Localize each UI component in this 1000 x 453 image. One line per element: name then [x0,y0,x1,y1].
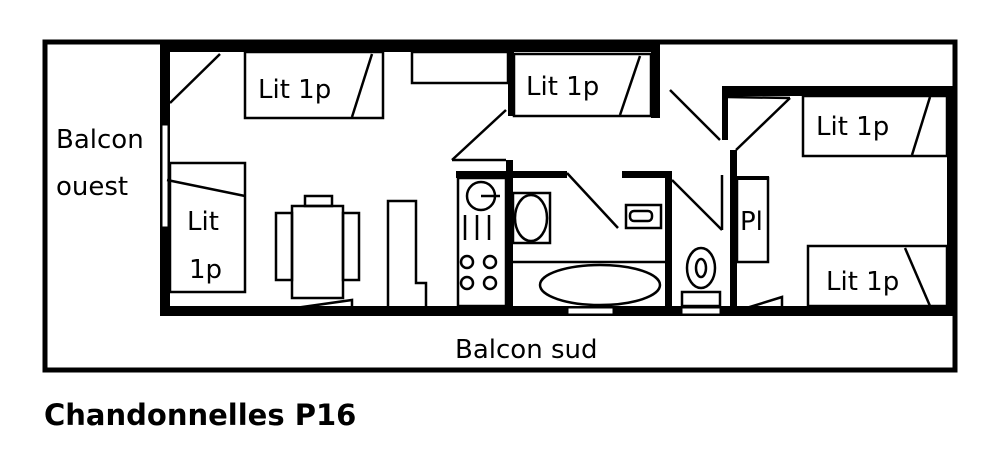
bed-left [168,161,247,294]
dining-table [274,194,361,300]
bathtub [538,263,662,307]
doors [166,53,791,314]
placard-rect [735,176,770,264]
kitchen-unit [456,176,508,308]
burner-icon [482,275,498,291]
washing-machine [511,191,552,245]
bed-right-top [801,94,949,158]
toilet [680,246,722,308]
burner-icon [482,254,498,270]
cabinet [386,199,428,306]
bed-label: Lit 1p [258,75,331,105]
bed-label: Lit 1p [526,72,599,102]
bed-top-left [243,50,385,120]
windows [161,124,721,315]
bed-label: Lit 1p [816,112,889,142]
balcon-ouest-label: Balcon [56,125,144,155]
bed-label: 1p [189,255,222,285]
burner-icon [459,275,475,291]
shelf-top [410,50,510,85]
bed-top-middle [512,52,653,118]
burner-icon [459,254,475,270]
bed-label: Lit [187,207,219,237]
balcon-sud-label: Balcon sud [455,335,597,365]
plan-title: Chandonnelles P16 [44,398,356,432]
washbasin [624,203,663,230]
placard-label: Pl [740,207,763,237]
bed-right-bottom [806,244,949,308]
balcon-ouest-label-2: ouest [56,172,128,202]
bed-label: Lit 1p [826,267,899,297]
